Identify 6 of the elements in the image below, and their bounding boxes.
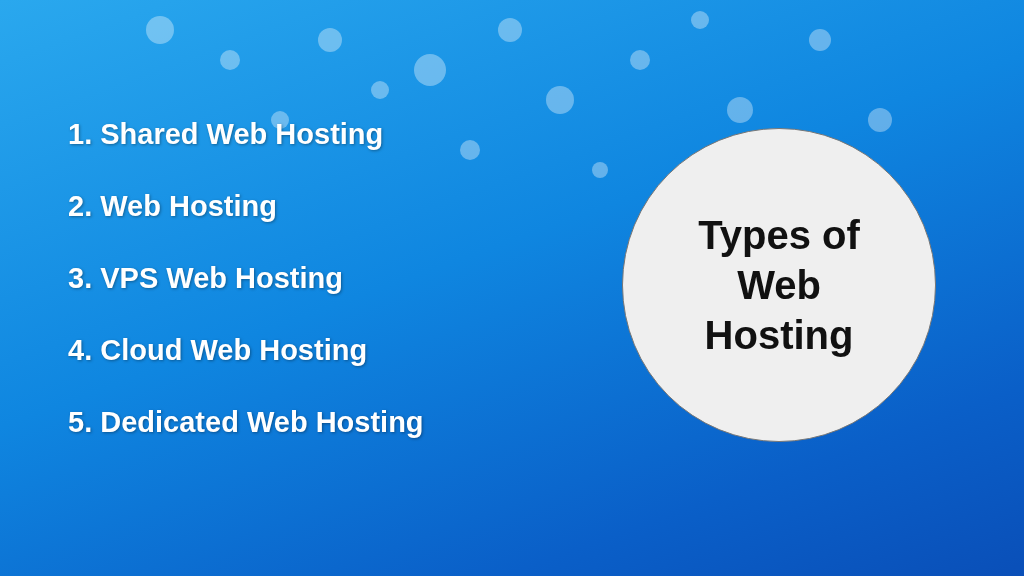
- list-item-text: 2. Web Hosting: [68, 190, 277, 223]
- list-item-text: 3. VPS Web Hosting: [68, 262, 343, 295]
- list-item-text: 1. Shared Web Hosting: [68, 118, 384, 151]
- circle-title: Types of Web Hosting: [697, 212, 861, 359]
- list-item-text: 4. Cloud Web Hosting: [68, 334, 368, 367]
- list-item-text: 5. Dedicated Web Hosting: [68, 406, 424, 439]
